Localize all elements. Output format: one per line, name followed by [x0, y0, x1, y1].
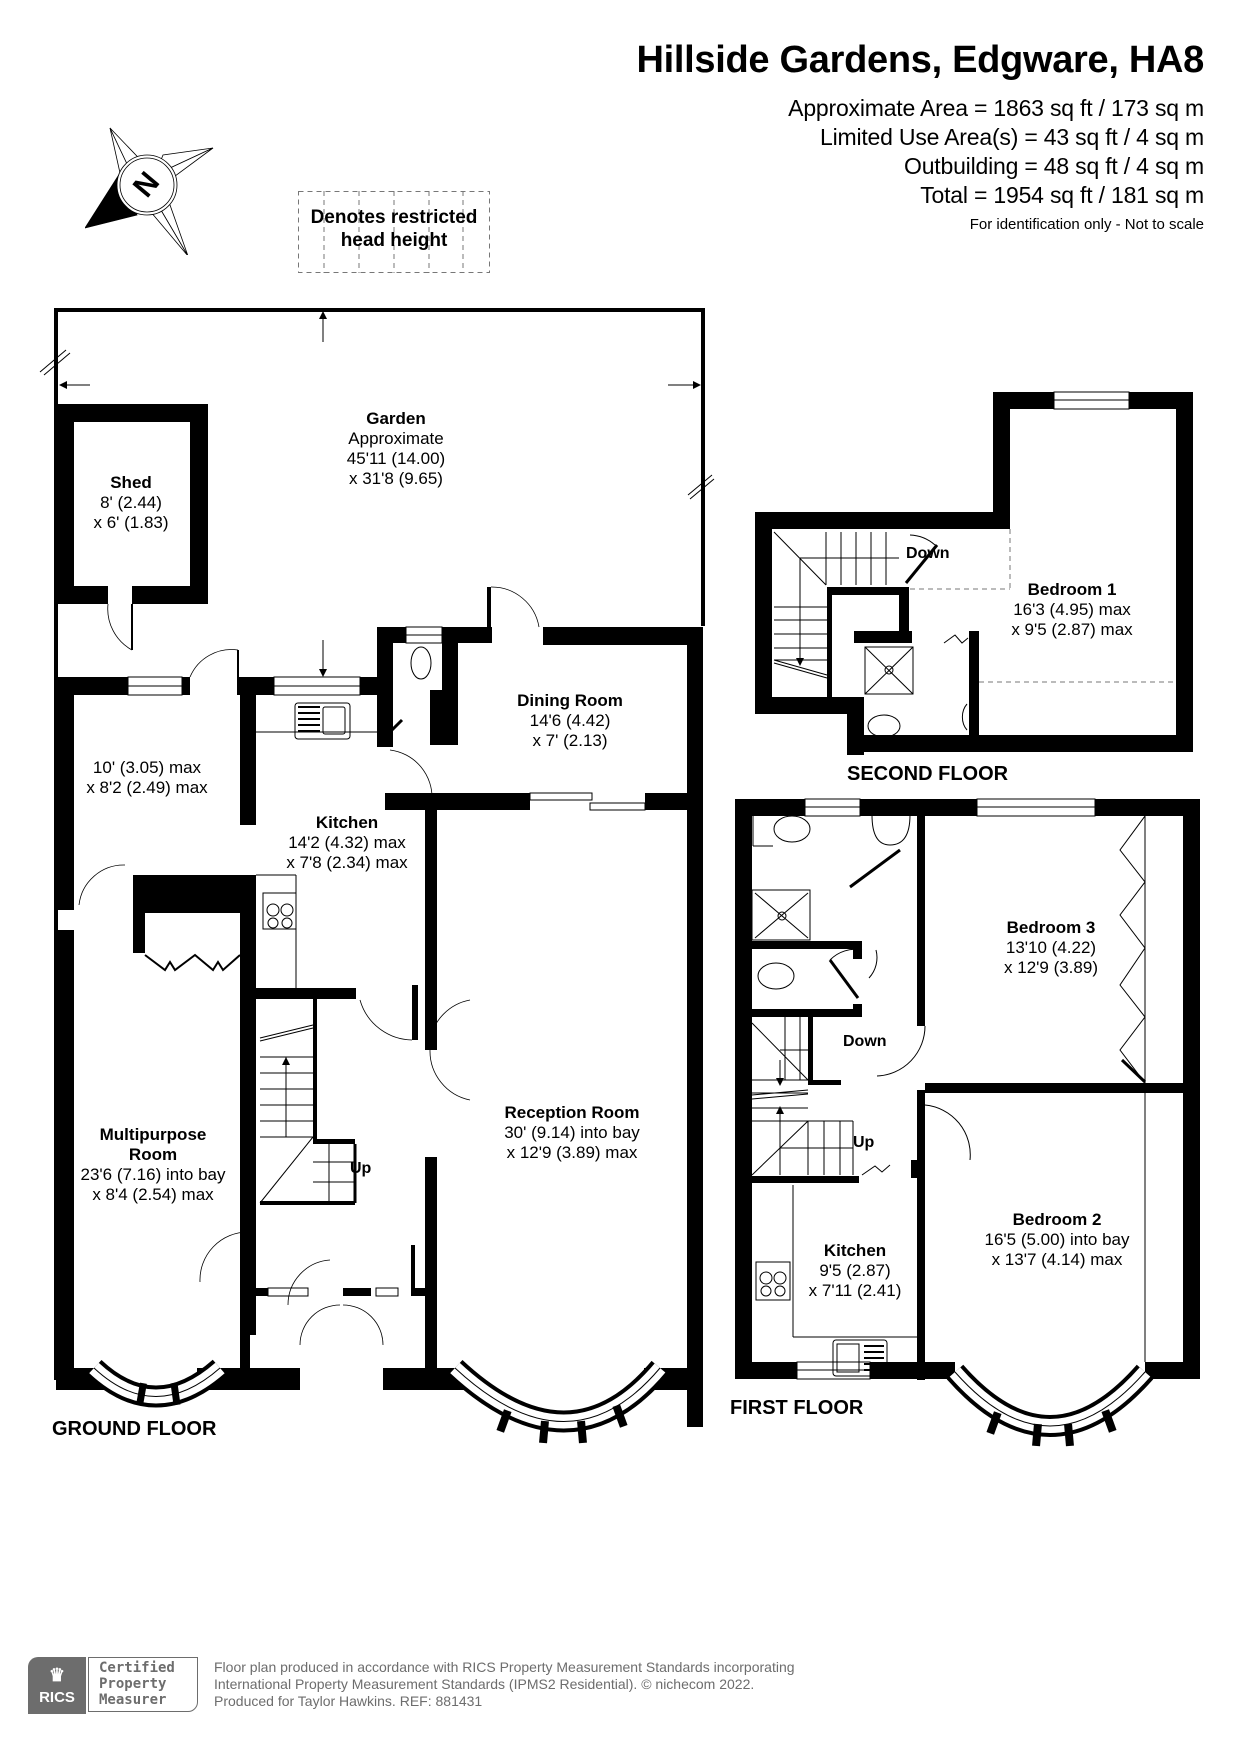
room-label-reception-room: Reception Room 30' (9.14) into bay x 12'… [504, 1103, 640, 1162]
lion-icon: ♛ [48, 1665, 66, 1685]
room-label-dining-room: Dining Room 14'6 (4.42) x 7' (2.13) [517, 691, 623, 750]
north-compass-icon: N [84, 125, 225, 260]
second-floor-label: SECOND FLOOR [847, 763, 1009, 785]
stair-down-label-second: Down [906, 545, 950, 562]
ground-floor-label: GROUND FLOOR [52, 1418, 217, 1440]
ground-floor-plan [39, 308, 715, 1444]
room-label-bedroom-2: Bedroom 2 16'5 (5.00) into bay x 13'7 (4… [984, 1210, 1130, 1269]
footer-disclaimer: Floor plan produced in accordance with R… [214, 1659, 795, 1709]
room-label-garden: Garden Approximate 45'11 (14.00) x 31'8 … [346, 409, 446, 488]
legend-line-2: head height [340, 230, 448, 251]
room-label-bedroom-1: Bedroom 1 16'3 (4.95) max x 9'5 (2.87) m… [1011, 580, 1133, 639]
approximate-area: Approximate Area = 1863 sq ft / 173 sq m [788, 95, 1204, 121]
property-title: Hillside Gardens, Edgware, HA8 [636, 39, 1204, 81]
room-label-kitchen-first: Kitchen 9'5 (2.87) x 7'11 (2.41) [808, 1241, 902, 1300]
certified-property-measurer-badge: Certified Property Measurer [88, 1657, 198, 1712]
stair-down-label-first: Down [843, 1033, 887, 1050]
room-label-multipurpose-room: Multipurpose Room 23'6 (7.16) into bay x… [80, 1125, 226, 1204]
first-floor-label: FIRST FLOOR [730, 1397, 864, 1419]
room-label-bedroom-3: Bedroom 3 13'10 (4.22) x 12'9 (3.89) [1004, 918, 1098, 977]
plan-header: Hillside Gardens, Edgware, HA8 Approxima… [636, 38, 1204, 236]
room-label-kitchen-ground: Kitchen 14'2 (4.32) max x 7'8 (2.34) max [286, 813, 408, 872]
first-floor-plan [735, 798, 1200, 1447]
stair-up-label-first: Up [853, 1134, 875, 1151]
room-label-utility: 10' (3.05) max x 8'2 (2.49) max [86, 758, 208, 797]
outbuilding-area: Outbuilding = 48 sq ft / 4 sq m [904, 153, 1204, 179]
stair-up-label-ground: Up [350, 1160, 372, 1177]
room-label-shed: Shed 8' (2.44) x 6' (1.83) [93, 473, 169, 532]
restricted-head-height-legend: Denotes restricted head height [298, 191, 490, 273]
rics-logo: ♛ RICS [28, 1657, 86, 1714]
total-area: Total = 1954 sq ft / 181 sq m [920, 182, 1204, 208]
legend-line-1: Denotes restricted [310, 207, 478, 228]
second-floor-plan [755, 391, 1193, 755]
limited-use-area: Limited Use Area(s) = 43 sq ft / 4 sq m [820, 124, 1204, 150]
scale-note: For identification only - Not to scale [969, 216, 1204, 233]
